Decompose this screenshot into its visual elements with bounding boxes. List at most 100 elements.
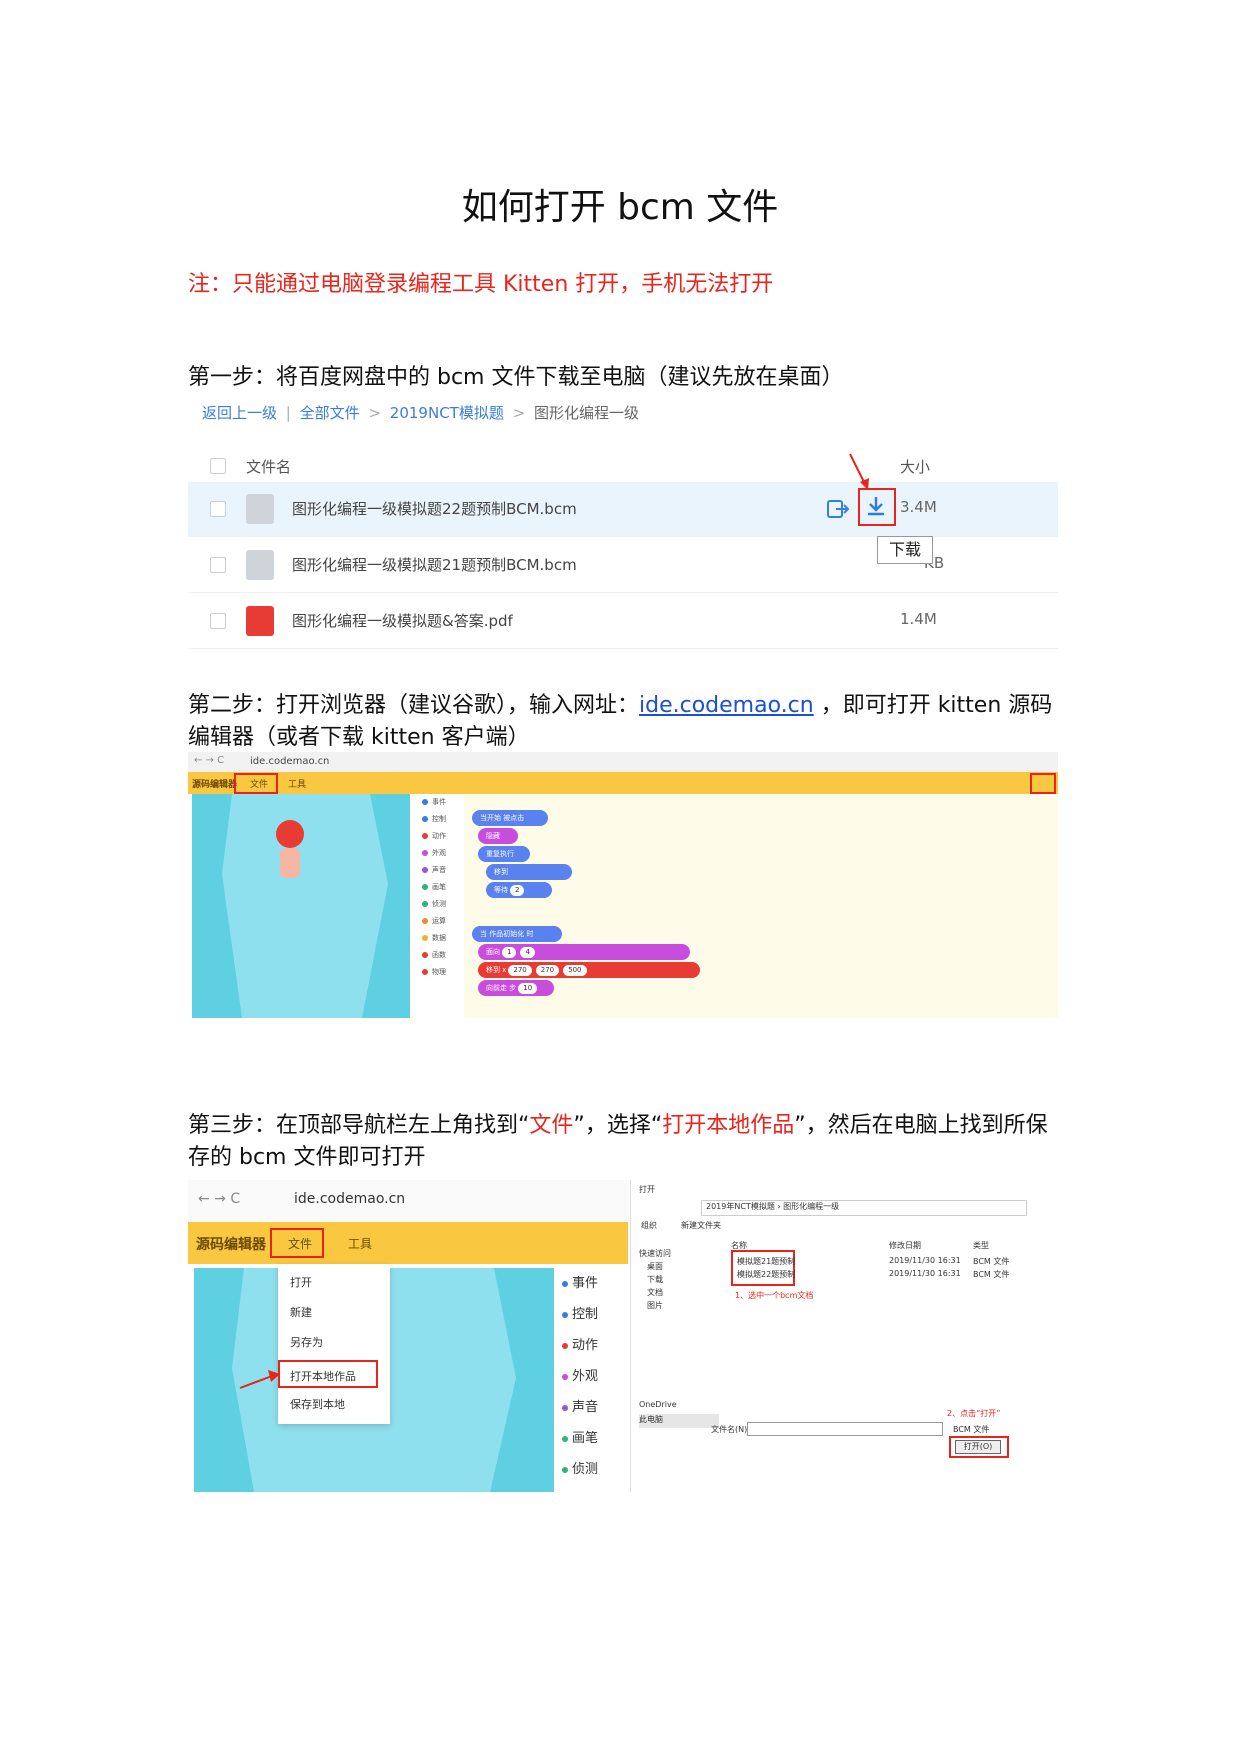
file-icon [246, 494, 274, 524]
editor-screenshot: ← → C ide.codemao.cn 源码编辑器 文件 工具 事件 控制 动… [188, 752, 1058, 1018]
arrow-annotation [239, 1370, 280, 1389]
select-all-checkbox[interactable] [210, 458, 226, 474]
menu-tools[interactable]: 工具 [288, 780, 307, 790]
download-icon[interactable] [864, 494, 888, 518]
category-item[interactable]: 画笔 [414, 879, 462, 896]
category-item[interactable]: 控制 [554, 1299, 628, 1330]
nav-arrows-icon: ← → C [194, 755, 225, 766]
step3-file-word: 文件 [529, 1113, 574, 1138]
breadcrumb-back[interactable]: 返回上一级 [202, 404, 278, 422]
file-name[interactable]: 图形化编程一级模拟题22题预制BCM.bcm [292, 500, 577, 518]
open-button[interactable]: 打开(O) [955, 1440, 1001, 1454]
column-name: 文件名 [246, 458, 292, 476]
category-item[interactable]: 事件 [414, 794, 462, 811]
category-item[interactable]: 声音 [414, 862, 462, 879]
baidu-pan-list: 返回上一级 | 全部文件 > 2019NCT模拟题 > 图形化编程一级 文件名 … [188, 400, 1058, 656]
hint-click-open: 2、点击“打开” [947, 1409, 1001, 1418]
row-checkbox[interactable] [210, 613, 226, 629]
dialog-file[interactable]: 模拟题21题预制 [737, 1257, 796, 1266]
menu-file[interactable]: 文件 [250, 780, 269, 790]
dialog-file[interactable]: 模拟题22题预制 [737, 1270, 796, 1279]
breadcrumb-all-files[interactable]: 全部文件 [299, 404, 360, 422]
menu-item-open-local[interactable]: 打开本地作品 [290, 1370, 356, 1383]
file-name[interactable]: 图形化编程一级模拟题&答案.pdf [292, 612, 513, 630]
breadcrumb: 返回上一级 | 全部文件 > 2019NCT模拟题 > 图形化编程一级 [202, 402, 639, 423]
file-name[interactable]: 图形化编程一级模拟题21题预制BCM.bcm [292, 556, 577, 574]
breadcrumb-separator: | [285, 404, 291, 422]
file-selection-highlight [731, 1250, 795, 1286]
stage-background [194, 1268, 554, 1492]
sidebar-item-pictures[interactable]: 图片 [647, 1301, 663, 1310]
breadcrumb-folder[interactable]: 2019NCT模拟题 [389, 404, 504, 422]
code-block[interactable]: 当开始 被点击 [472, 810, 548, 826]
chevron-right-icon: > [368, 404, 382, 422]
url-text[interactable]: ide.codemao.cn [250, 756, 330, 767]
url-text[interactable]: ide.codemao.cn [294, 1191, 406, 1207]
category-item[interactable]: 外观 [554, 1361, 628, 1392]
new-folder-button[interactable]: 新建文件夹 [681, 1221, 721, 1230]
code-block[interactable]: 当 作品初始化 时 [472, 926, 562, 942]
code-block[interactable]: 移到 [486, 864, 572, 880]
category-item[interactable]: 事件 [554, 1268, 628, 1299]
category-item[interactable]: 数据 [414, 930, 462, 947]
sidebar-item-downloads[interactable]: 下载 [647, 1275, 663, 1284]
filename-label: 文件名(N): [711, 1425, 750, 1434]
step3-open-local-word: 打开本地作品 [662, 1113, 795, 1138]
file-highlight [234, 773, 278, 794]
open-button-highlight [949, 1436, 1009, 1458]
share-icon[interactable] [826, 498, 850, 520]
category-item[interactable]: 动作 [554, 1330, 628, 1361]
category-item[interactable]: 画笔 [554, 1423, 628, 1454]
code-block[interactable]: 隐藏 [478, 828, 518, 844]
sidebar-item-documents[interactable]: 文档 [647, 1288, 663, 1297]
file-dropdown-menu: 打开 新建 另存为 打开本地作品 保存到本地 [278, 1264, 390, 1424]
sidebar-item-this-pc[interactable]: 此电脑 [639, 1414, 719, 1428]
open-file-dialog: 打开 2019年NCT模拟题 › 图形化编程一级 组织 新建文件夹 名称 修改日… [630, 1180, 1058, 1492]
row-checkbox[interactable] [210, 501, 226, 517]
menu-file[interactable]: 文件 [288, 1237, 313, 1251]
hint-select-file: 1、选中一个bcm文档 [735, 1291, 814, 1300]
organize-button[interactable]: 组织 [641, 1221, 657, 1230]
file-highlight [270, 1228, 324, 1258]
file-size: 3.4M [900, 498, 937, 516]
sidebar-item-quick-access[interactable]: 快速访问 [639, 1249, 671, 1258]
category-item[interactable]: 动作 [414, 828, 462, 845]
category-item[interactable]: 侦测 [414, 896, 462, 913]
category-item[interactable]: 运算 [414, 913, 462, 930]
category-item[interactable]: 侦测 [554, 1454, 628, 1485]
column-date: 修改日期 [889, 1241, 921, 1250]
code-block[interactable]: 重复执行 [478, 846, 530, 862]
file-row[interactable]: 图形化编程一级模拟题22题预制BCM.bcm 3.4M [188, 482, 1058, 537]
step2-text-a: 第二步：打开浏览器（建议谷歌），输入网址： [188, 693, 640, 718]
menu-item-open[interactable]: 打开 [290, 1276, 312, 1289]
file-type: BCM 文件 [973, 1270, 1010, 1279]
category-item[interactable]: 声音 [554, 1392, 628, 1423]
path-bar[interactable]: 2019年NCT模拟题 › 图形化编程一级 [701, 1200, 1027, 1216]
category-item[interactable]: 外观 [414, 845, 462, 862]
brand-logo: 源码编辑器 [192, 780, 238, 790]
step3-text: 第三步：在顶部导航栏左上角找到“文件”，选择“打开本地作品”，然后在电脑上找到所… [188, 1113, 1048, 1170]
chevron-right-icon: > [512, 404, 526, 422]
filename-input[interactable] [747, 1422, 943, 1436]
dialog-title: 打开 [639, 1185, 655, 1194]
codemao-link[interactable]: ide.codemao.cn [639, 693, 814, 718]
menu-item-save-local[interactable]: 保存到本地 [290, 1398, 345, 1411]
open-file-screenshot: ← → C ide.codemao.cn 源码编辑器 文件 工具 打开 新建 另… [188, 1180, 1058, 1492]
category-item[interactable]: 控制 [414, 811, 462, 828]
menu-item-new[interactable]: 新建 [290, 1306, 312, 1319]
menu-item-save-as[interactable]: 另存为 [290, 1336, 323, 1349]
category-item[interactable]: 函数 [414, 947, 462, 964]
menu-tools[interactable]: 工具 [348, 1237, 373, 1251]
file-row[interactable]: 图形化编程一级模拟题&答案.pdf 1.4M [188, 594, 1058, 649]
sidebar-item-desktop[interactable]: 桌面 [647, 1262, 663, 1271]
file-type-filter[interactable]: BCM 文件 [953, 1425, 990, 1434]
category-item[interactable]: 物理 [414, 964, 462, 981]
stage-area [192, 794, 410, 1018]
list-header: 文件名 大小 [188, 448, 1058, 482]
row-checkbox[interactable] [210, 557, 226, 573]
sidebar-item-onedrive[interactable]: OneDrive [639, 1400, 677, 1409]
